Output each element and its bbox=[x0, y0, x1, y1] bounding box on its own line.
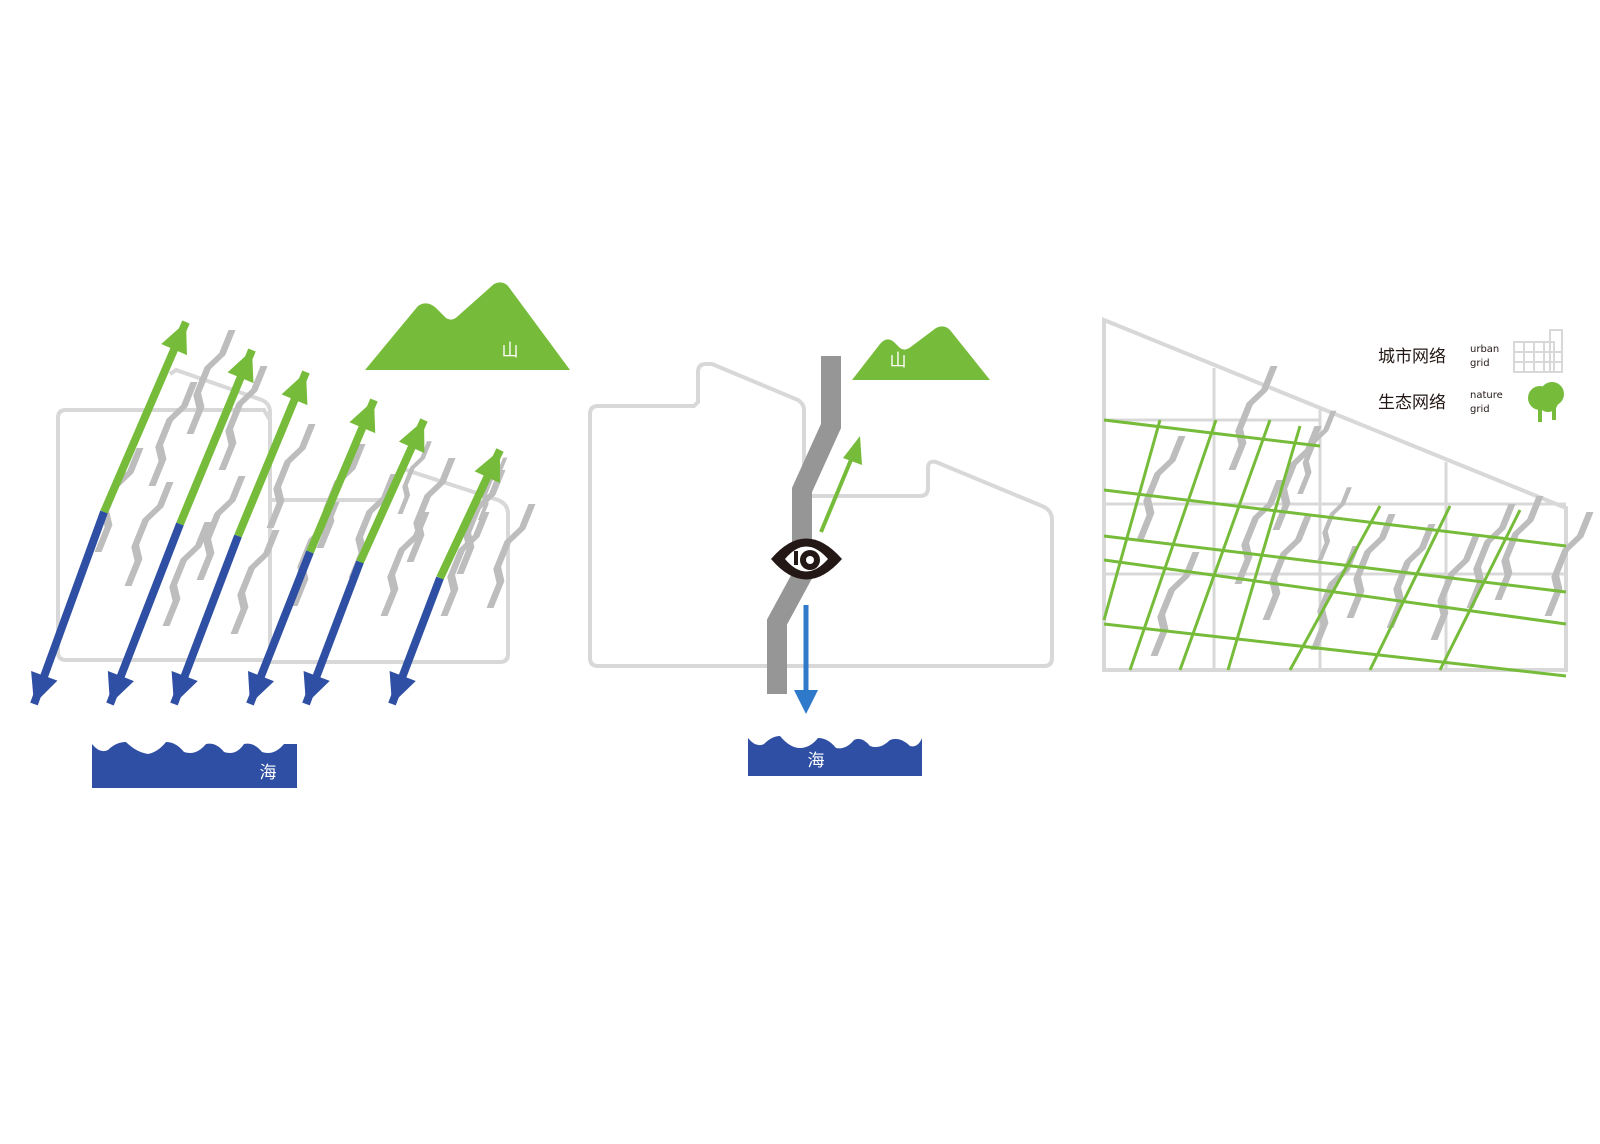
green-arrow-head bbox=[398, 420, 425, 454]
eye-icon bbox=[771, 538, 842, 580]
corridor-arrows bbox=[30, 320, 504, 706]
green-arrow-head bbox=[843, 436, 862, 465]
blue-corridor bbox=[30, 510, 108, 706]
green-arrow-head bbox=[227, 350, 254, 384]
legend-urban-en-2: grid bbox=[1470, 358, 1490, 369]
sea-label-2: 海 bbox=[808, 751, 825, 771]
panel-urban-nature-grid: 城市网络 urban grid 生态网络 nature grid bbox=[1102, 317, 1590, 678]
block-outline-right bbox=[268, 465, 510, 664]
grid-outline bbox=[1102, 317, 1568, 672]
blue-arrow-head bbox=[794, 690, 818, 714]
legend-urban-cn: 城市网络 bbox=[1378, 347, 1446, 367]
blue-arrow-head bbox=[303, 670, 330, 704]
green-arrow-head bbox=[474, 450, 500, 484]
mountain-shape-2 bbox=[852, 326, 990, 380]
tree-icon bbox=[1528, 382, 1564, 422]
sea-shape-2 bbox=[748, 736, 922, 776]
mountain-label-2: 山 bbox=[890, 351, 907, 371]
site-outline bbox=[588, 362, 1054, 668]
sea-label: 海 bbox=[260, 763, 277, 783]
building-strip bbox=[191, 476, 242, 580]
block-outline-left bbox=[56, 408, 272, 662]
nature-grid-lines bbox=[1102, 418, 1567, 678]
panel-view-corridor: 山 海 bbox=[588, 326, 1054, 776]
mountain-label: 山 bbox=[502, 341, 519, 361]
green-arrow-shaft bbox=[819, 454, 855, 533]
panel-mountain-sea-corridors: 山 海 bbox=[30, 282, 570, 788]
green-arrow-head bbox=[161, 322, 187, 356]
blue-arrow-head bbox=[107, 670, 134, 704]
building-strip bbox=[1425, 536, 1476, 640]
building-strip bbox=[1293, 411, 1334, 494]
view-corridor-road bbox=[767, 356, 841, 694]
green-corridor bbox=[100, 320, 190, 514]
green-arrow-head bbox=[281, 372, 308, 406]
block-outline-top bbox=[168, 367, 272, 500]
building-strip bbox=[1131, 436, 1182, 540]
building-grid-icon bbox=[1513, 329, 1563, 373]
building-strip bbox=[1223, 366, 1274, 470]
sea-shape bbox=[92, 742, 297, 788]
blue-corridor bbox=[106, 522, 184, 706]
legend-nature-en-1: nature bbox=[1470, 390, 1503, 401]
blue-arrow-head bbox=[389, 670, 416, 704]
blue-arrow-head bbox=[31, 671, 58, 704]
legend: 城市网络 urban grid 生态网络 nature grid bbox=[1378, 329, 1564, 422]
green-corridor bbox=[176, 348, 256, 526]
blue-arrow-head bbox=[171, 670, 198, 704]
legend-urban-en-1: urban bbox=[1470, 344, 1499, 355]
legend-nature-cn: 生态网络 bbox=[1378, 393, 1446, 413]
mountain-shape bbox=[365, 282, 570, 370]
blue-arrow-head bbox=[247, 670, 275, 704]
legend-nature-en-2: grid bbox=[1470, 404, 1490, 415]
building-strip bbox=[1229, 480, 1280, 584]
building-strip bbox=[343, 474, 394, 578]
building-strip bbox=[1257, 516, 1308, 620]
green-arrow-head bbox=[349, 400, 376, 434]
